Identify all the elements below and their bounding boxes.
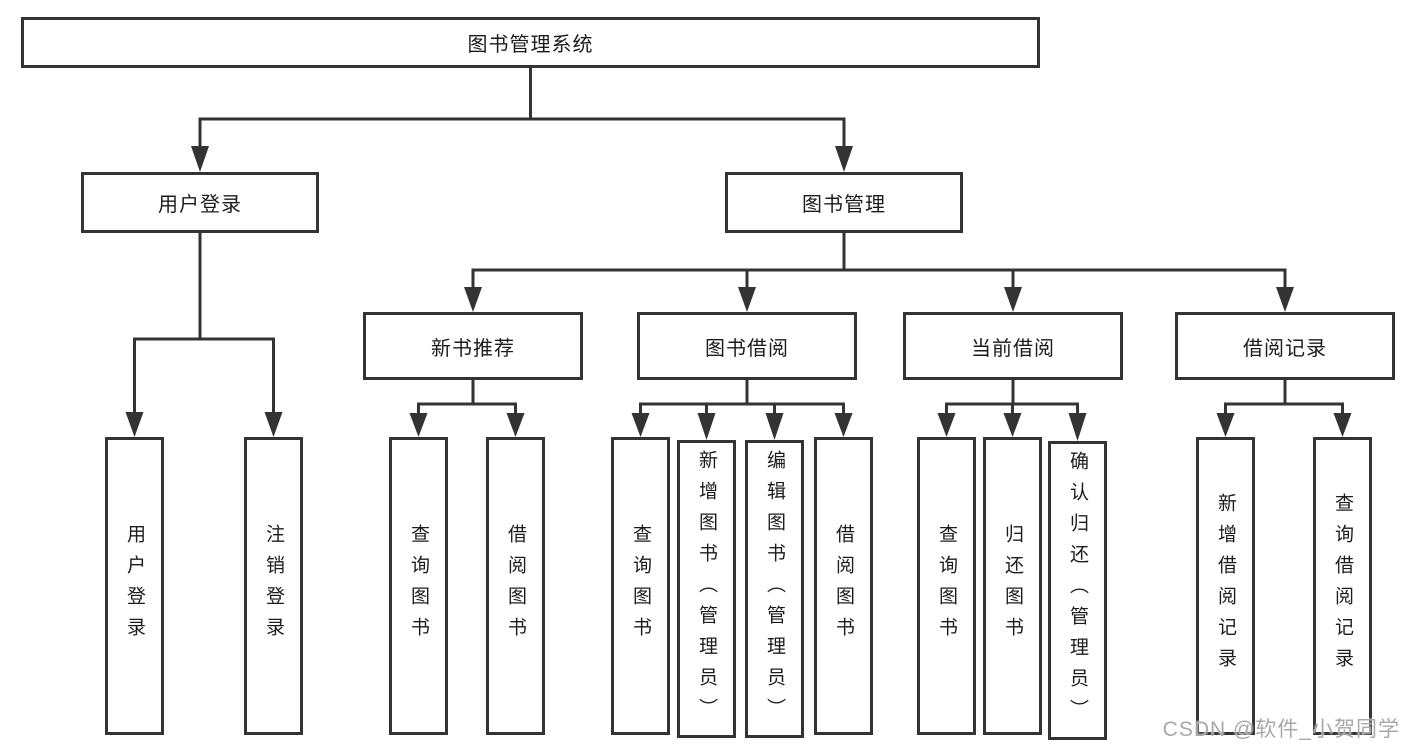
leaf-logout-label: 注销登录 [263, 524, 284, 648]
leaf-return-book: 归还图书 [983, 437, 1042, 735]
leaf-user-login: 用户登录 [105, 437, 164, 735]
watermark-text: CSDN @软件_小贺同学 [1162, 718, 1400, 741]
leaf-query-books-borrow: 查询图书 [611, 437, 670, 735]
leaf-add-book-admin: 新增图书（管理员） [677, 440, 736, 738]
connector-user-login-branch [125, 231, 283, 437]
leaf-query-books-current: 查询图书 [917, 437, 976, 735]
leaf-query-books-borrow-label: 查询图书 [630, 524, 651, 648]
leaf-add-borrow-record: 新增借阅记录 [1196, 437, 1255, 735]
leaf-borrow-book-recommend: 借阅图书 [486, 437, 545, 735]
node-new-book-recommend-label: 新书推荐 [431, 337, 515, 360]
leaf-confirm-return-admin-label: 确认归还（管理员） [1067, 451, 1088, 730]
node-book-management-label: 图书管理 [802, 194, 886, 216]
leaf-query-books-current-label: 查询图书 [936, 524, 957, 648]
node-book-management: 图书管理 [725, 172, 963, 233]
leaf-user-login-label: 用户登录 [124, 524, 145, 648]
node-new-book-recommend: 新书推荐 [363, 312, 583, 380]
leaf-logout: 注销登录 [244, 437, 303, 735]
leaf-edit-book-admin-label: 编辑图书（管理员） [764, 449, 785, 729]
leaf-confirm-return-admin: 确认归还（管理员） [1048, 441, 1107, 740]
node-borrow-record-label: 借阅记录 [1243, 337, 1327, 360]
node-book-borrow: 图书借阅 [637, 312, 857, 380]
leaf-borrow-book: 借阅图书 [814, 437, 873, 735]
connector-current-borrow-branch [937, 378, 1087, 441]
connector-book-management-branch [464, 231, 1294, 312]
connector-borrow-record-branch [1216, 378, 1352, 437]
node-borrow-record: 借阅记录 [1175, 312, 1395, 380]
leaf-query-borrow-record: 查询借阅记录 [1313, 437, 1372, 735]
leaf-return-book-label: 归还图书 [1002, 524, 1023, 648]
connector-book-borrow-branch [631, 378, 853, 440]
leaf-query-books-recommend: 查询图书 [389, 437, 448, 735]
leaf-edit-book-admin: 编辑图书（管理员） [745, 440, 804, 738]
node-current-borrow: 当前借阅 [903, 312, 1123, 380]
node-current-borrow-label: 当前借阅 [971, 337, 1055, 360]
leaf-add-book-admin-label: 新增图书（管理员） [696, 449, 717, 729]
leaf-query-books-recommend-label: 查询图书 [408, 524, 429, 648]
leaf-borrow-book-label: 借阅图书 [833, 524, 854, 648]
leaf-query-borrow-record-label: 查询借阅记录 [1332, 493, 1353, 679]
connector-root-branch [191, 66, 853, 172]
node-root-label: 图书管理系统 [467, 34, 594, 56]
node-book-borrow-label: 图书借阅 [705, 337, 789, 360]
node-user-login-label: 用户登录 [158, 194, 242, 216]
leaf-borrow-book-recommend-label: 借阅图书 [505, 524, 526, 648]
leaf-add-borrow-record-label: 新增借阅记录 [1215, 493, 1236, 679]
node-user-login: 用户登录 [81, 172, 319, 233]
connector-new-book-branch [409, 378, 525, 437]
node-root: 图书管理系统 [21, 17, 1040, 68]
